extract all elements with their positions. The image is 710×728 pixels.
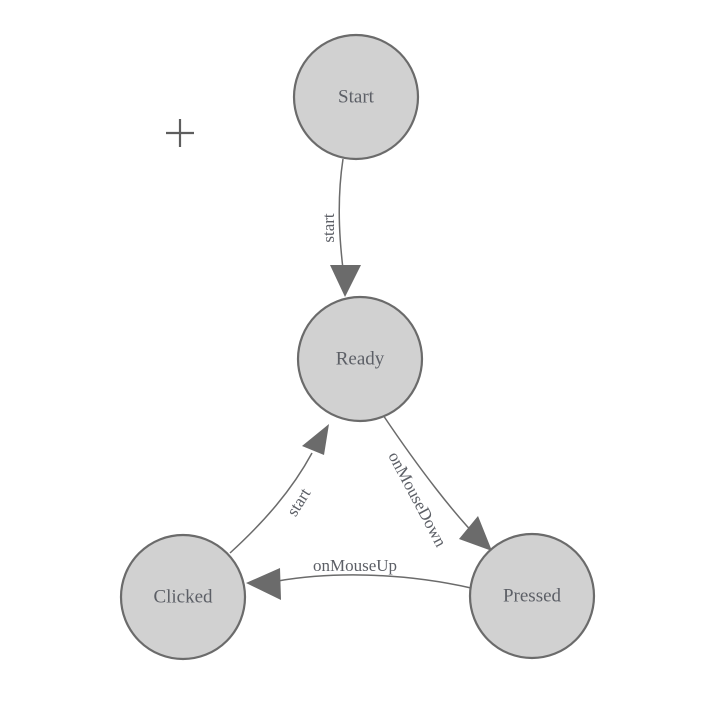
edge-start-to-ready-arrowhead bbox=[330, 265, 361, 297]
node-ready-label: Ready bbox=[336, 348, 385, 369]
edge-clicked-to-ready[interactable]: start bbox=[229, 424, 329, 554]
node-pressed[interactable]: Pressed bbox=[468, 532, 596, 660]
node-clicked-label: Clicked bbox=[153, 586, 213, 607]
edge-clicked-to-ready-arrowhead bbox=[302, 424, 329, 455]
node-ready[interactable]: Ready bbox=[296, 295, 424, 423]
node-clicked[interactable]: Clicked bbox=[119, 533, 247, 661]
node-start-label: Start bbox=[338, 86, 375, 107]
edge-start-to-ready-label: start bbox=[319, 213, 338, 243]
edge-start-to-ready[interactable]: start bbox=[319, 158, 361, 297]
node-start-circle bbox=[292, 33, 420, 161]
node-clicked-circle bbox=[119, 533, 247, 661]
node-ready-circle bbox=[296, 295, 424, 423]
node-pressed-circle bbox=[468, 532, 596, 660]
node-pressed-label: Pressed bbox=[503, 585, 562, 606]
crosshair-icon bbox=[166, 119, 194, 147]
edge-pressed-to-clicked-arrowhead bbox=[246, 568, 281, 600]
edge-clicked-to-ready-path bbox=[229, 452, 313, 554]
edge-ready-to-pressed-arrowhead bbox=[459, 516, 492, 551]
node-start[interactable]: Start bbox=[292, 33, 420, 161]
edge-pressed-to-clicked[interactable]: onMouseUp bbox=[246, 556, 472, 600]
edge-pressed-to-clicked-path bbox=[277, 574, 472, 589]
edge-pressed-to-clicked-label: onMouseUp bbox=[313, 556, 397, 575]
edge-ready-to-pressed[interactable]: onMouseDown bbox=[382, 414, 492, 551]
